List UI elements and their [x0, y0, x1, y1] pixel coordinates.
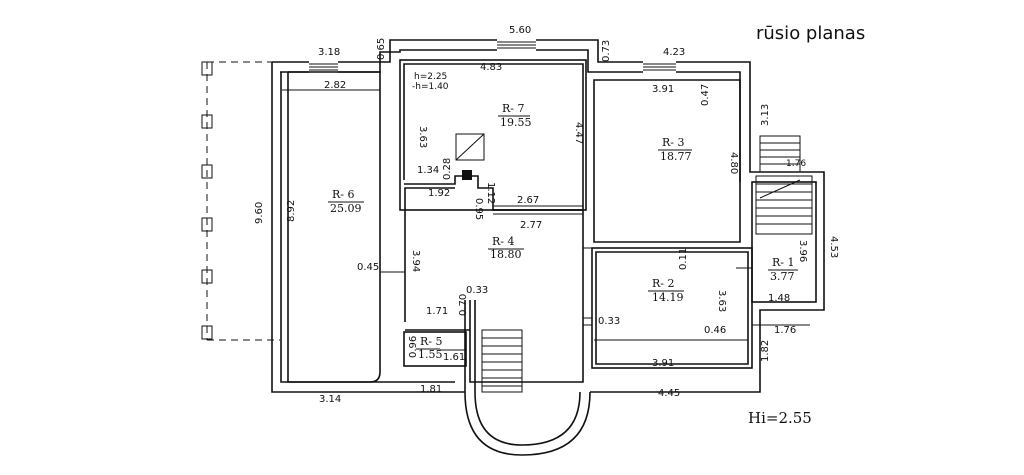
dim-label: 3.63	[417, 126, 428, 148]
room-r1-area: 3.77	[770, 270, 795, 283]
room-r3-outline	[593, 79, 741, 243]
r7-height-low: -h=1.40	[412, 82, 449, 92]
dim-label: 0.47	[700, 84, 711, 106]
dim-label: 5.60	[509, 25, 531, 36]
room-r4-left	[404, 188, 470, 331]
room-r2-inner	[595, 251, 749, 365]
room-r1-outline	[751, 181, 817, 303]
dim-label: 1.71	[426, 306, 448, 317]
dim-label: 3.13	[760, 104, 771, 126]
height-note: Hi=2.55	[748, 409, 812, 427]
room-r1-name: R- 1	[772, 256, 795, 269]
dim-label: 1.82	[760, 340, 771, 362]
dim-label: 1.61	[443, 352, 465, 363]
dim-label: 4.23	[663, 47, 685, 58]
terrace-outline	[201, 61, 280, 341]
dim-label: 3.94	[410, 250, 421, 272]
dim-label: 1.92	[428, 188, 450, 199]
dim-label: 0.70	[458, 294, 469, 316]
dim-label: 1.12	[485, 182, 496, 204]
dim-label: 3.63	[716, 290, 727, 312]
dim-label: 0.65	[376, 38, 387, 60]
room-r5-area: 1.55	[418, 348, 443, 361]
dim-label: 1.81	[420, 384, 442, 395]
dim-label: 0.33	[466, 285, 488, 296]
exterior-walls	[271, 39, 825, 393]
room-r6-name: R- 6	[332, 188, 355, 201]
stair-tower	[464, 300, 591, 456]
room-r7-area: 19.55	[500, 116, 532, 129]
dim-label: 0.73	[601, 40, 612, 62]
room-r5-outline	[403, 331, 467, 367]
exterior-stairs	[755, 135, 813, 235]
plan-title: rūsio planas	[756, 23, 865, 44]
dim-label: 2.82	[324, 80, 346, 91]
dim-label: 3.91	[652, 358, 674, 369]
dim-label: 1.76	[774, 325, 796, 336]
dim-label: 3.91	[652, 84, 674, 95]
dim-label: 4.80	[728, 152, 739, 174]
dim-label: 0.46	[704, 325, 726, 336]
room-r7-name: R- 7	[502, 102, 525, 115]
room-labels: R- 7 19.55 h=2.25 -h=1.40 R- 3 18.77 R- …	[328, 72, 798, 361]
room-r6-outline	[287, 71, 381, 383]
dim-label: 0.45	[357, 262, 379, 273]
dim-label: 4.47	[573, 122, 584, 144]
dim-label: 1.76	[786, 159, 806, 169]
dim-label: 0.11	[678, 248, 689, 270]
dim-label: 2.77	[520, 220, 542, 231]
dim-label: 1.48	[768, 293, 790, 304]
dim-label: 0.28	[442, 158, 453, 180]
dim-label: 0.33	[598, 316, 620, 327]
dim-label: 0.95	[473, 198, 484, 220]
room-r2-name: R- 2	[652, 277, 675, 290]
r7-height: h=2.25	[414, 72, 447, 82]
dim-label: 4.45	[658, 388, 680, 399]
dimension-lines	[282, 89, 810, 341]
room-r3-name: R- 3	[662, 136, 685, 149]
dim-label: 3.14	[319, 394, 341, 405]
room-r2-outline	[591, 247, 753, 369]
dim-label: 4.83	[480, 62, 502, 73]
room-r4-area: 18.80	[490, 248, 522, 261]
r7-chimney	[455, 133, 485, 161]
dim-label: 9.60	[254, 202, 265, 224]
dimension-labels: 5.60 3.18 0.65 0.73 4.23 4.83 2.82 3.91 …	[254, 25, 839, 405]
room-r4-name: R- 4	[492, 235, 515, 248]
dim-label: 4.53	[828, 236, 839, 258]
room-r7-inner	[403, 63, 584, 211]
dim-label: 0.96	[408, 336, 419, 358]
r7-column	[462, 170, 472, 180]
dim-label: 8.92	[286, 200, 297, 222]
dim-label: 1.34	[417, 165, 439, 176]
room-r5-name: R- 5	[420, 335, 443, 348]
room-r6-area: 25.09	[330, 202, 362, 215]
dim-label: 2.67	[517, 195, 539, 206]
dim-label: 3.96	[797, 240, 808, 262]
room-r3-area: 18.77	[660, 150, 692, 163]
room-r2-area: 14.19	[652, 291, 684, 304]
dim-label: 3.18	[318, 47, 340, 58]
